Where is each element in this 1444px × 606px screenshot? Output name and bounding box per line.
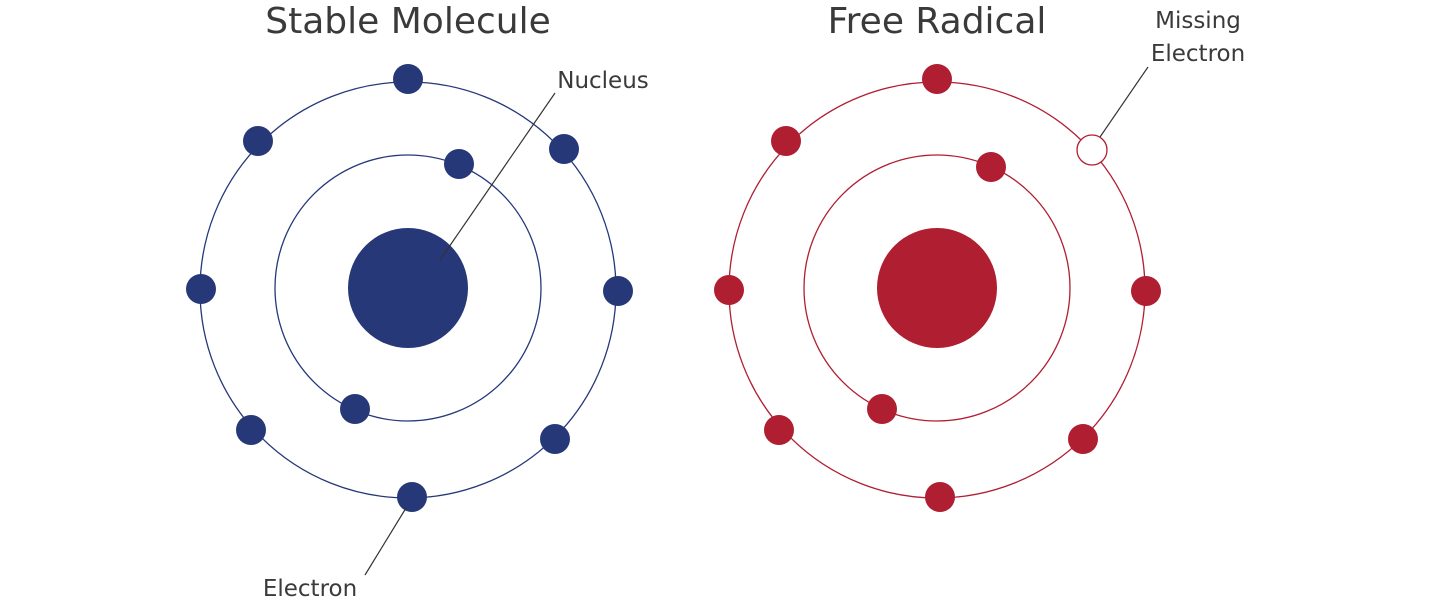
free-radical-atom: Free Radical Missing Electron: [714, 1, 1245, 512]
stable-outer-electron: [397, 482, 427, 512]
stable-outer-electron: [540, 424, 570, 454]
radical-inner-electron: [976, 152, 1006, 182]
electron-leader-line: [364, 507, 407, 576]
radical-inner-electron: [867, 394, 897, 424]
stable-outer-electron: [603, 276, 633, 306]
radical-outer-electron: [714, 275, 744, 305]
radical-inner-shell: [803, 154, 1071, 422]
electron-label: Electron: [263, 576, 357, 602]
stable-inner-shell: [274, 154, 542, 422]
radical-outer-electron: [764, 415, 794, 445]
stable-outer-electron: [549, 134, 579, 164]
stable-inner-electron: [444, 149, 474, 179]
stable-outer-electron: [236, 415, 266, 445]
stable-outer-electron: [186, 274, 216, 304]
stable-molecule-title: Stable Molecule: [265, 1, 550, 42]
radical-outer-electron: [922, 64, 952, 94]
radical-outer-electron: [1131, 276, 1161, 306]
free-radical-title: Free Radical: [828, 1, 1047, 42]
missing-label-line2: Electron: [1151, 41, 1245, 67]
radical-missing-electron: [1076, 134, 1108, 166]
stable-molecule-atom: Stable Molecule Nucleus Electron: [186, 1, 649, 602]
radical-outer-electron: [925, 482, 955, 512]
missing-electron-leader-line: [1099, 66, 1149, 138]
nucleus-label: Nucleus: [557, 68, 649, 94]
stable-nucleus: [348, 228, 468, 348]
stable-outer-electron: [393, 64, 423, 94]
missing-label-line1: Missing: [1155, 8, 1241, 34]
nucleus-leader-line: [439, 92, 556, 261]
radical-outer-electron: [771, 126, 801, 156]
stable-outer-electron: [243, 126, 273, 156]
radical-nucleus: [877, 228, 997, 348]
stable-inner-electron: [340, 394, 370, 424]
radical-outer-electron: [1068, 424, 1098, 454]
